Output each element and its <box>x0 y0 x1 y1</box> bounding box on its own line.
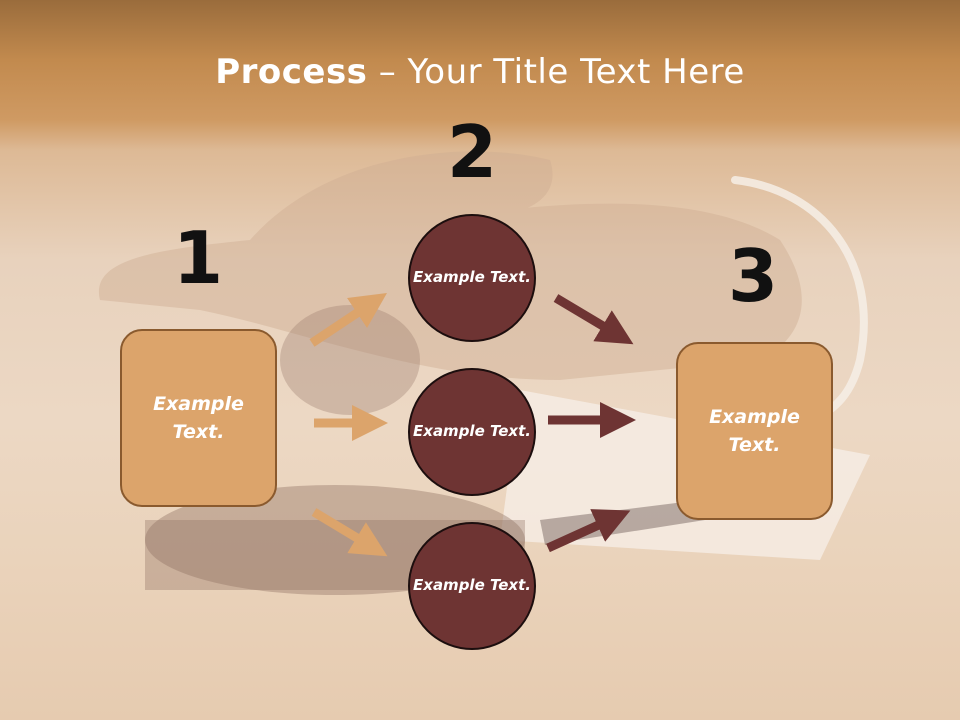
step-1-box: Example Text. <box>120 329 277 507</box>
arrow-right-down <box>553 294 634 345</box>
cable-shape <box>731 176 868 424</box>
circle-middle-text: Example Text. <box>413 422 531 441</box>
circle-top-text: Example Text. <box>413 268 531 287</box>
circle-bottom: Example Text. <box>408 522 536 650</box>
step-number-2: 2 <box>446 110 498 194</box>
circle-bottom-text: Example Text. <box>413 576 531 595</box>
arrow-right-up <box>546 509 631 553</box>
arrow-left-up <box>309 293 387 347</box>
title-bold: Process <box>215 52 368 92</box>
arrow-left-down <box>311 508 388 557</box>
title-rest: – Your Title Text Here <box>367 52 745 92</box>
step-number-3: 3 <box>727 234 779 318</box>
circle-top: Example Text. <box>408 214 536 342</box>
step-3-box: Example Text. <box>676 342 833 520</box>
gavel-head-shape <box>280 305 420 415</box>
circle-middle: Example Text. <box>408 368 536 496</box>
step-number-1: 1 <box>172 216 224 300</box>
slide-title: Process – Your Title Text Here <box>0 52 960 92</box>
step-1-text: Example Text. <box>153 392 244 444</box>
step-3-text: Example Text. <box>709 405 800 457</box>
